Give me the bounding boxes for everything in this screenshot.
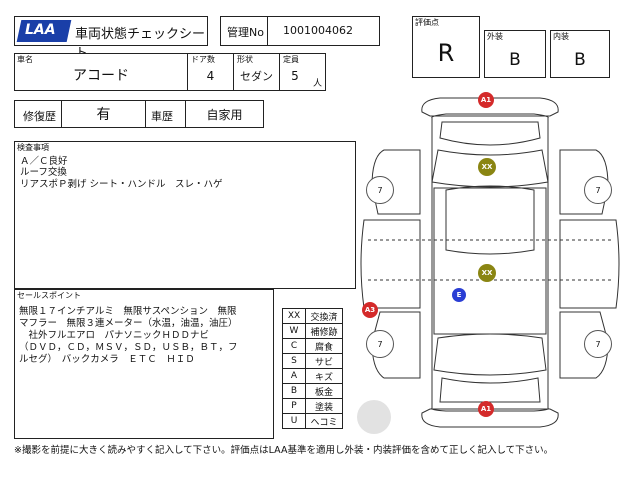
left-rear-mark: A3 (362, 302, 378, 318)
legend-meaning: 腐食 (305, 338, 343, 354)
sales-label: セールスポイント (17, 291, 81, 300)
legend-code: S (282, 353, 306, 369)
trunk-mark: XX (478, 264, 496, 282)
doors-value: 4 (206, 69, 215, 83)
tire-rear-right: 7 (584, 330, 612, 358)
car-diagram (360, 97, 620, 428)
rear-bumper-mark: A1 (478, 401, 494, 417)
tire-front-right-depth: 7 (595, 185, 601, 195)
roof-mark-code: XX (481, 163, 493, 171)
legend-meaning: 板金 (305, 383, 343, 399)
pillar-mark-code: E (456, 291, 462, 299)
rating-label: 評価点 (415, 18, 439, 27)
spare-tire-circle (357, 400, 391, 434)
tire-front-left-depth: 7 (377, 185, 383, 195)
legend-meaning: ヘコミ (305, 413, 343, 429)
front-bumper-mark-code: A1 (480, 96, 492, 104)
exterior-label: 外装 (487, 32, 503, 41)
legend-code: W (282, 323, 306, 339)
logo-title-box: LAA 車両状態チェックシート (14, 16, 208, 61)
shape-value: セダン (240, 70, 273, 83)
inspection-line-3: リアスポＰ剥げ シート・ハンドル スレ・ハゲ (20, 179, 223, 190)
legend-meaning: 交換済 (305, 308, 343, 324)
inspection-box: 検査事項 Ａ／Ｃ良好 ルーフ交換 リアスポＰ剥げ シート・ハンドル スレ・ハゲ (14, 141, 356, 289)
legend-code: XX (282, 308, 306, 324)
legend-code: A (282, 368, 306, 384)
shape-label: 形状 (237, 55, 253, 64)
legend-meaning: キズ (305, 368, 343, 384)
tire-front-right: 7 (584, 176, 612, 204)
legend-code: C (282, 338, 306, 354)
capacity-label: 定員 (283, 55, 299, 64)
legend-meaning: 補修跡 (305, 323, 343, 339)
doors-label: ドア数 (191, 55, 215, 64)
tire-rear-left-depth: 7 (377, 339, 383, 349)
left-rear-mark-code: A3 (364, 306, 376, 314)
inspection-label: 検査事項 (17, 143, 49, 152)
car-info-box: 車名 アコード ドア数 4 形状 セダン 定員 5 人 (14, 53, 326, 91)
management-label: 管理No (227, 26, 264, 39)
rating-box: 評価点 R (412, 16, 480, 78)
tire-rear-left: 7 (366, 330, 394, 358)
interior-label: 内装 (553, 32, 569, 41)
repair-label: 修復歴 (23, 110, 56, 123)
exterior-grade: B (509, 50, 521, 70)
car-name-label: 車名 (17, 55, 33, 64)
inspection-line-1: Ａ／Ｃ良好 (20, 156, 68, 167)
legend-code: P (282, 398, 306, 414)
laa-logo-text: LAA (25, 22, 56, 38)
usage-label: 車歴 (151, 110, 173, 123)
sales-line-2: マフラー 無限３連メーター（水温，油温，油圧） (19, 318, 238, 329)
interior-grade: B (574, 50, 586, 70)
rear-bumper-mark-code: A1 (480, 405, 492, 413)
management-number: 1001004062 (283, 24, 353, 37)
rating-value: R (437, 39, 455, 67)
inspection-line-2: ルーフ交換 (20, 167, 67, 178)
roof-mark: XX (478, 158, 496, 176)
front-bumper-mark: A1 (478, 92, 494, 108)
tire-rear-right-depth: 7 (595, 339, 601, 349)
legend-code: B (282, 383, 306, 399)
legend-code: U (282, 413, 306, 429)
pillar-mark: E (452, 288, 466, 302)
tire-front-left: 7 (366, 176, 394, 204)
history-box: 修復歴 有 車歴 自家用 (14, 100, 264, 128)
trunk-mark-code: XX (481, 269, 493, 277)
sales-line-4: （ＤＶＤ，ＣＤ，ＭＳＶ，ＳＤ，ＵＳＢ，ＢＴ，フ (19, 342, 238, 353)
sales-line-5: ルセグ） バックカメラ ＥＴＣ ＨＩＤ (19, 354, 195, 365)
footer-note: ※撮影を前提に大きく読みやすく記入して下さい。評価点はLAA基準を適用し外装・内… (14, 445, 554, 456)
capacity-unit: 人 (313, 79, 323, 89)
sales-line-1: 無限１７インチアルミ 無限サスペンション 無限 (19, 306, 237, 317)
legend-meaning: サビ (305, 353, 343, 369)
car-name: アコード (73, 68, 129, 84)
repair-value: 有 (96, 107, 111, 123)
usage-value: 自家用 (206, 107, 243, 122)
sales-line-3: 社外フルエアロ パナソニックＨＤＤナビ (19, 330, 210, 341)
legend-meaning: 塗装 (305, 398, 343, 414)
interior-box: 内装 B (550, 30, 610, 78)
management-box: 管理No 1001004062 (220, 16, 380, 46)
capacity-value: 5 (291, 69, 299, 83)
exterior-box: 外装 B (484, 30, 546, 78)
sales-box: セールスポイント 無限１７インチアルミ 無限サスペンション 無限 マフラー 無限… (14, 289, 274, 439)
